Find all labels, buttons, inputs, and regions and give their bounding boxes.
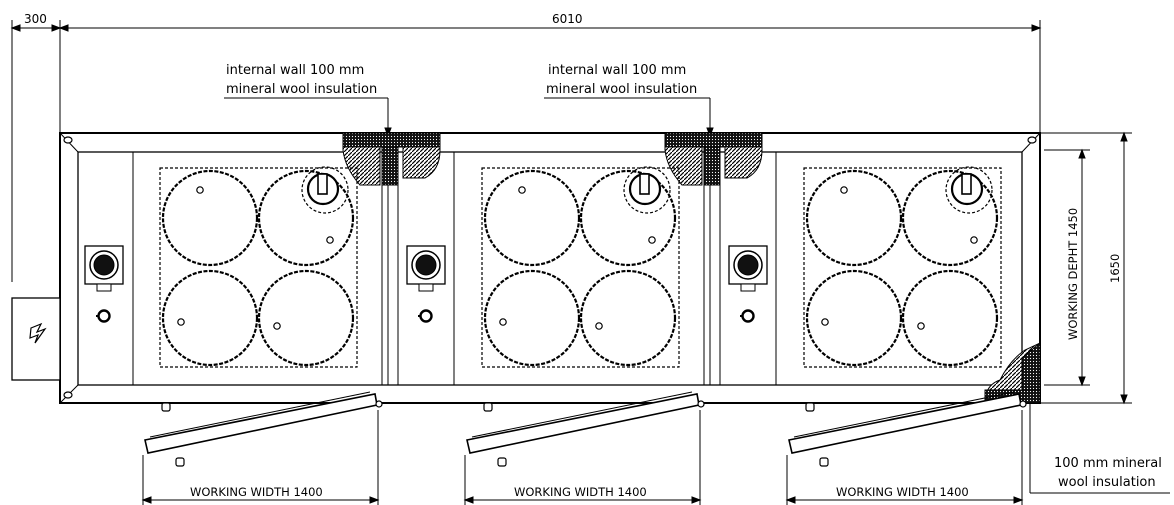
valve-knob-icon bbox=[945, 166, 993, 214]
well-1 bbox=[483, 169, 581, 267]
hole-1 bbox=[518, 186, 526, 194]
doors bbox=[144, 391, 1027, 467]
hole-4 bbox=[595, 322, 603, 330]
working-depth-label: WORKING DEPHT 1450 bbox=[1066, 208, 1080, 340]
note-wall-1-line2: mineral wool insulation bbox=[226, 82, 377, 97]
drain-icon bbox=[96, 309, 111, 323]
corner-screws bbox=[63, 136, 1037, 399]
basket-area bbox=[481, 167, 680, 368]
basket-area bbox=[803, 167, 1002, 368]
hole-2 bbox=[648, 236, 656, 244]
note-wall-2-line2: mineral wool insulation bbox=[546, 82, 697, 97]
hole-4 bbox=[273, 322, 281, 330]
hole-2 bbox=[326, 236, 334, 244]
well-3 bbox=[161, 269, 259, 367]
dimension-top bbox=[10, 20, 1042, 282]
well-1 bbox=[805, 169, 903, 267]
door-inner-edge bbox=[149, 391, 371, 438]
dimension-1650-label: 1650 bbox=[1108, 254, 1122, 283]
dimension-6010-label: 6010 bbox=[552, 12, 583, 26]
well-4 bbox=[901, 269, 999, 367]
compartment-1 bbox=[84, 166, 358, 368]
compartment-2 bbox=[406, 166, 680, 368]
working-width-dim-1 bbox=[141, 410, 380, 505]
well-2 bbox=[257, 169, 355, 267]
lightning-icon bbox=[29, 322, 47, 344]
door-handle-bottom bbox=[175, 457, 185, 467]
note-leader-2 bbox=[544, 97, 714, 138]
door-inner-edge bbox=[793, 391, 1015, 438]
basket-area bbox=[159, 167, 358, 368]
working-width-dim-3 bbox=[785, 410, 1024, 505]
door-3 bbox=[788, 391, 1027, 467]
door-handle-top bbox=[161, 402, 171, 412]
valve-knob-icon bbox=[623, 166, 671, 214]
well-2 bbox=[579, 169, 677, 267]
working-width-dim-2 bbox=[463, 410, 702, 505]
corner-insulation bbox=[984, 341, 1041, 404]
door-handle-bottom bbox=[819, 457, 829, 467]
well-2 bbox=[901, 169, 999, 267]
drain-icon bbox=[418, 309, 433, 323]
well-4 bbox=[257, 269, 355, 367]
well-1 bbox=[161, 169, 259, 267]
internal-wall-insulation-2 bbox=[664, 132, 763, 186]
hole-1 bbox=[196, 186, 204, 194]
well-3 bbox=[805, 269, 903, 367]
tap-icon bbox=[84, 245, 124, 292]
valve-knob-icon bbox=[301, 166, 349, 214]
door-hinge bbox=[375, 400, 383, 408]
note-wall-1-line1: internal wall 100 mm bbox=[226, 63, 364, 78]
working-width-label-2: WORKING WIDTH 1400 bbox=[514, 485, 647, 499]
hole-3 bbox=[177, 318, 185, 326]
door-handle-bottom bbox=[497, 457, 507, 467]
internal-wall-insulation-1 bbox=[342, 132, 441, 186]
compartments bbox=[84, 166, 1002, 368]
compartment-3 bbox=[728, 166, 1002, 368]
door-hinge bbox=[1019, 400, 1027, 408]
note-leader-1 bbox=[224, 97, 392, 138]
tap-icon bbox=[728, 245, 768, 292]
note-corner-line1: 100 mm mineral bbox=[1054, 456, 1162, 471]
door-1 bbox=[144, 391, 383, 467]
tap-icon bbox=[406, 245, 446, 292]
note-leader-corner bbox=[1029, 403, 1170, 494]
dimension-right bbox=[1040, 131, 1132, 405]
bottom-dimensions bbox=[141, 410, 1024, 505]
hole-4 bbox=[917, 322, 925, 330]
note-wall-2-line1: internal wall 100 mm bbox=[548, 63, 686, 78]
door-handle-top bbox=[483, 402, 493, 412]
hole-3 bbox=[821, 318, 829, 326]
power-connector bbox=[11, 297, 61, 381]
well-4 bbox=[579, 269, 677, 367]
hole-2 bbox=[970, 236, 978, 244]
door-handle-top bbox=[805, 402, 815, 412]
door-inner-edge bbox=[471, 391, 693, 438]
door-2 bbox=[466, 391, 705, 467]
working-width-label-3: WORKING WIDTH 1400 bbox=[836, 485, 969, 499]
hole-3 bbox=[499, 318, 507, 326]
hole-1 bbox=[840, 186, 848, 194]
working-width-label-1: WORKING WIDTH 1400 bbox=[190, 485, 323, 499]
note-corner-line2: wool insulation bbox=[1058, 475, 1156, 490]
drain-icon bbox=[740, 309, 755, 323]
dimension-300-label: 300 bbox=[24, 12, 47, 26]
well-3 bbox=[483, 269, 581, 367]
door-hinge bbox=[697, 400, 705, 408]
